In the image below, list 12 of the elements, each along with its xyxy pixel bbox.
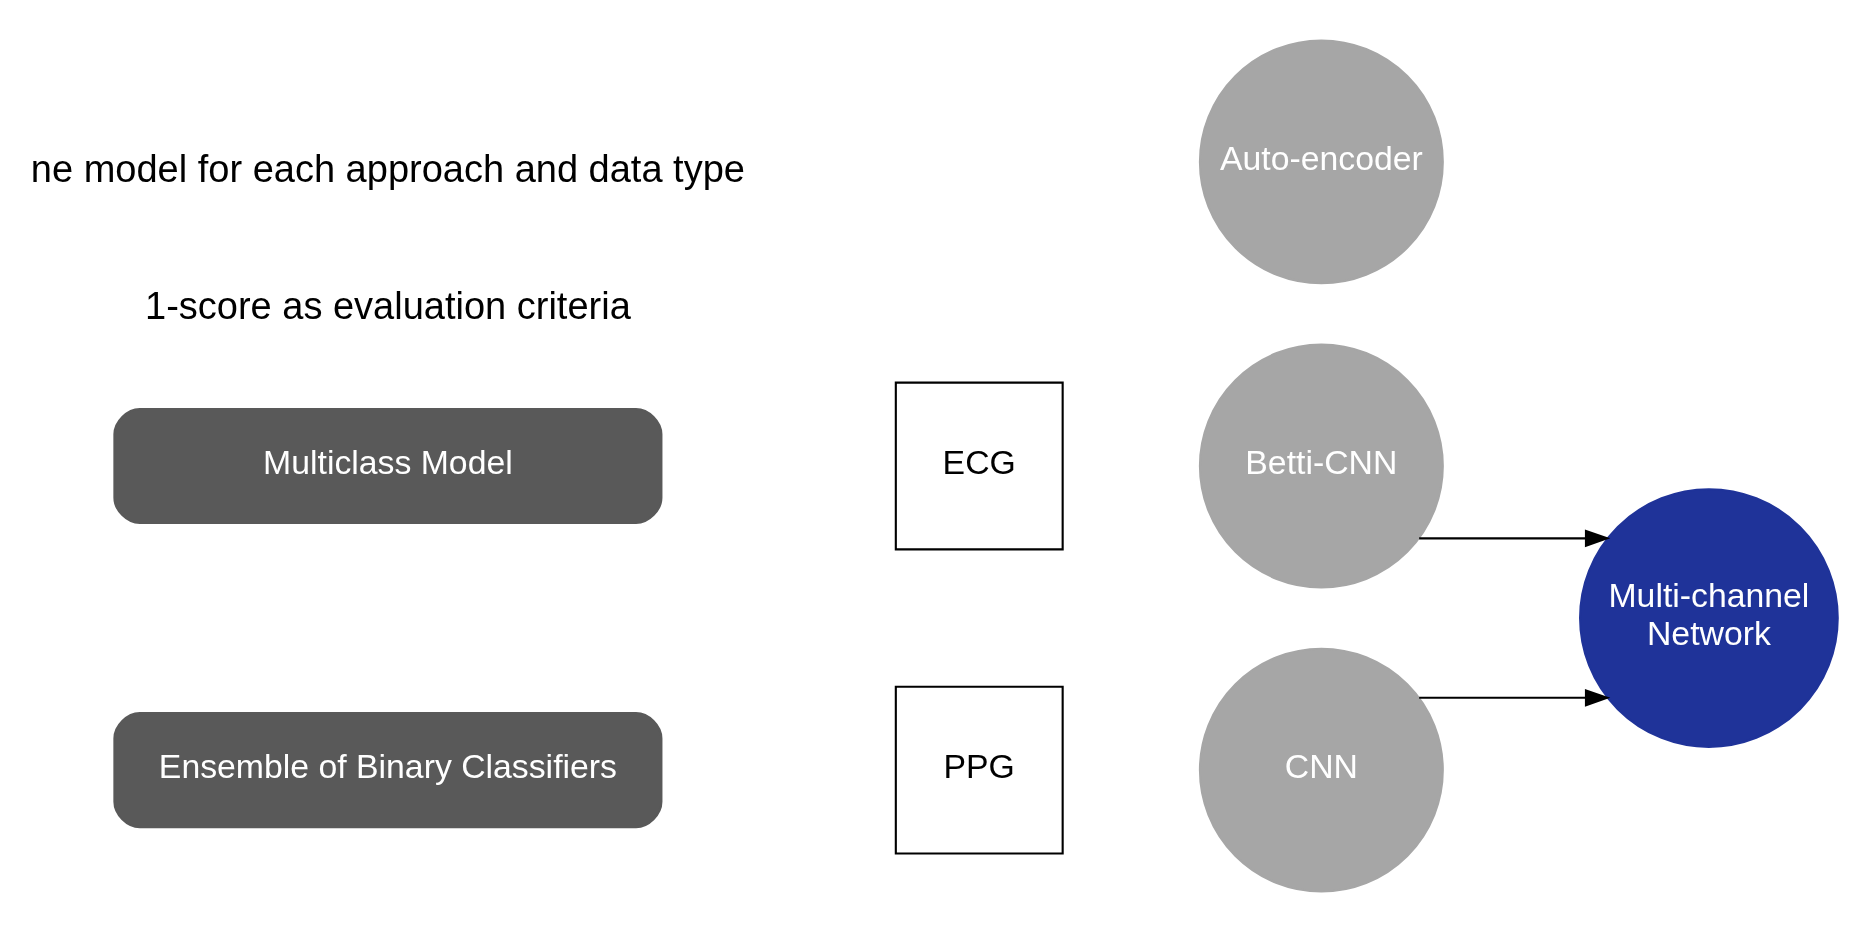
node-box: Multiclass Model: [113, 407, 663, 524]
node-circle: Betti-CNN: [1198, 343, 1444, 588]
label: 1-score as evaluation criteria: [145, 284, 631, 327]
node-box: Ensemble of Binary Classifiers: [113, 711, 663, 828]
node-circle: CNN: [1198, 647, 1444, 893]
label: ne model for each approach and data type: [30, 147, 745, 190]
node-circle: Auto-encoder: [1198, 38, 1444, 284]
node-box: PPG: [894, 685, 1064, 855]
node-circle: Multi-channel Network: [1579, 487, 1839, 748]
arrow: [1419, 688, 1611, 707]
arrow: [1419, 528, 1611, 547]
node-box: ECG: [894, 381, 1064, 550]
